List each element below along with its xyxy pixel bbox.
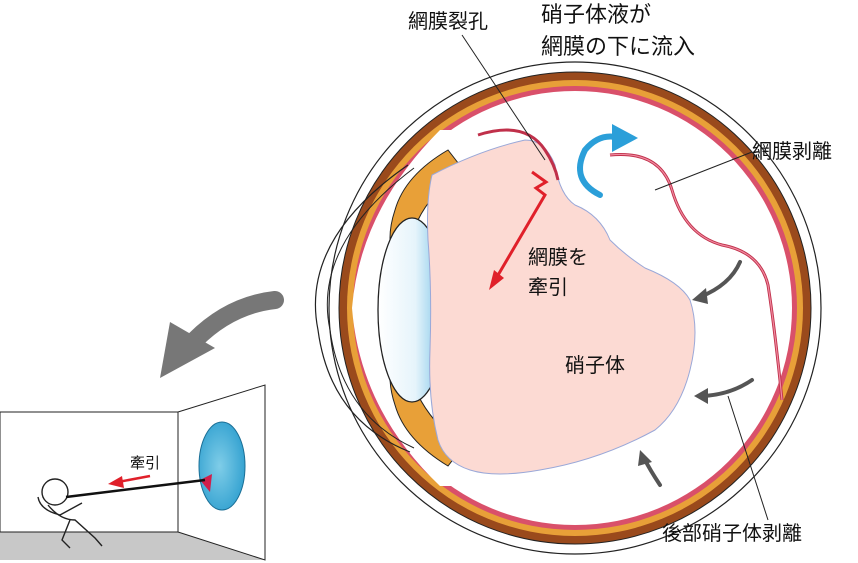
room-back-wall: [0, 411, 179, 533]
pvd-arrows: [638, 260, 754, 487]
transition-arrow-icon: [160, 291, 284, 378]
leader-lines: [461, 34, 769, 521]
cornea: [314, 164, 411, 453]
label-retinal-detachment: 網膜剥離: [752, 139, 832, 163]
label-traction-1: 網膜を: [528, 245, 588, 269]
label-vitreous-fluid-1: 硝子体液が: [541, 3, 651, 28]
rope: [65, 478, 206, 499]
label-traction-2: 牽引: [528, 275, 568, 299]
zigzag-arrow-icon: [489, 170, 549, 290]
eyeball: [314, 61, 822, 555]
label-pvd: 後部硝子体剥離: [662, 521, 802, 545]
label-retinal-tear: 網膜裂孔: [408, 9, 488, 33]
room-traction-arrow-icon: [108, 474, 151, 488]
wall-retina: [198, 421, 246, 511]
stick-figure-icon: [37, 478, 103, 549]
wall-tear: [200, 474, 212, 492]
curved-arrow-icon: [577, 124, 638, 198]
retinal-tear-flap: [477, 128, 560, 181]
anterior-segment: [352, 130, 460, 486]
label-vitreous: 硝子体: [565, 353, 625, 377]
label-room-traction: 牽引: [130, 454, 160, 472]
vitreous-body: [427, 139, 696, 475]
label-vitreous-fluid-2: 網膜の下に流入: [541, 35, 695, 60]
room-analogy: 牽引: [0, 384, 266, 561]
